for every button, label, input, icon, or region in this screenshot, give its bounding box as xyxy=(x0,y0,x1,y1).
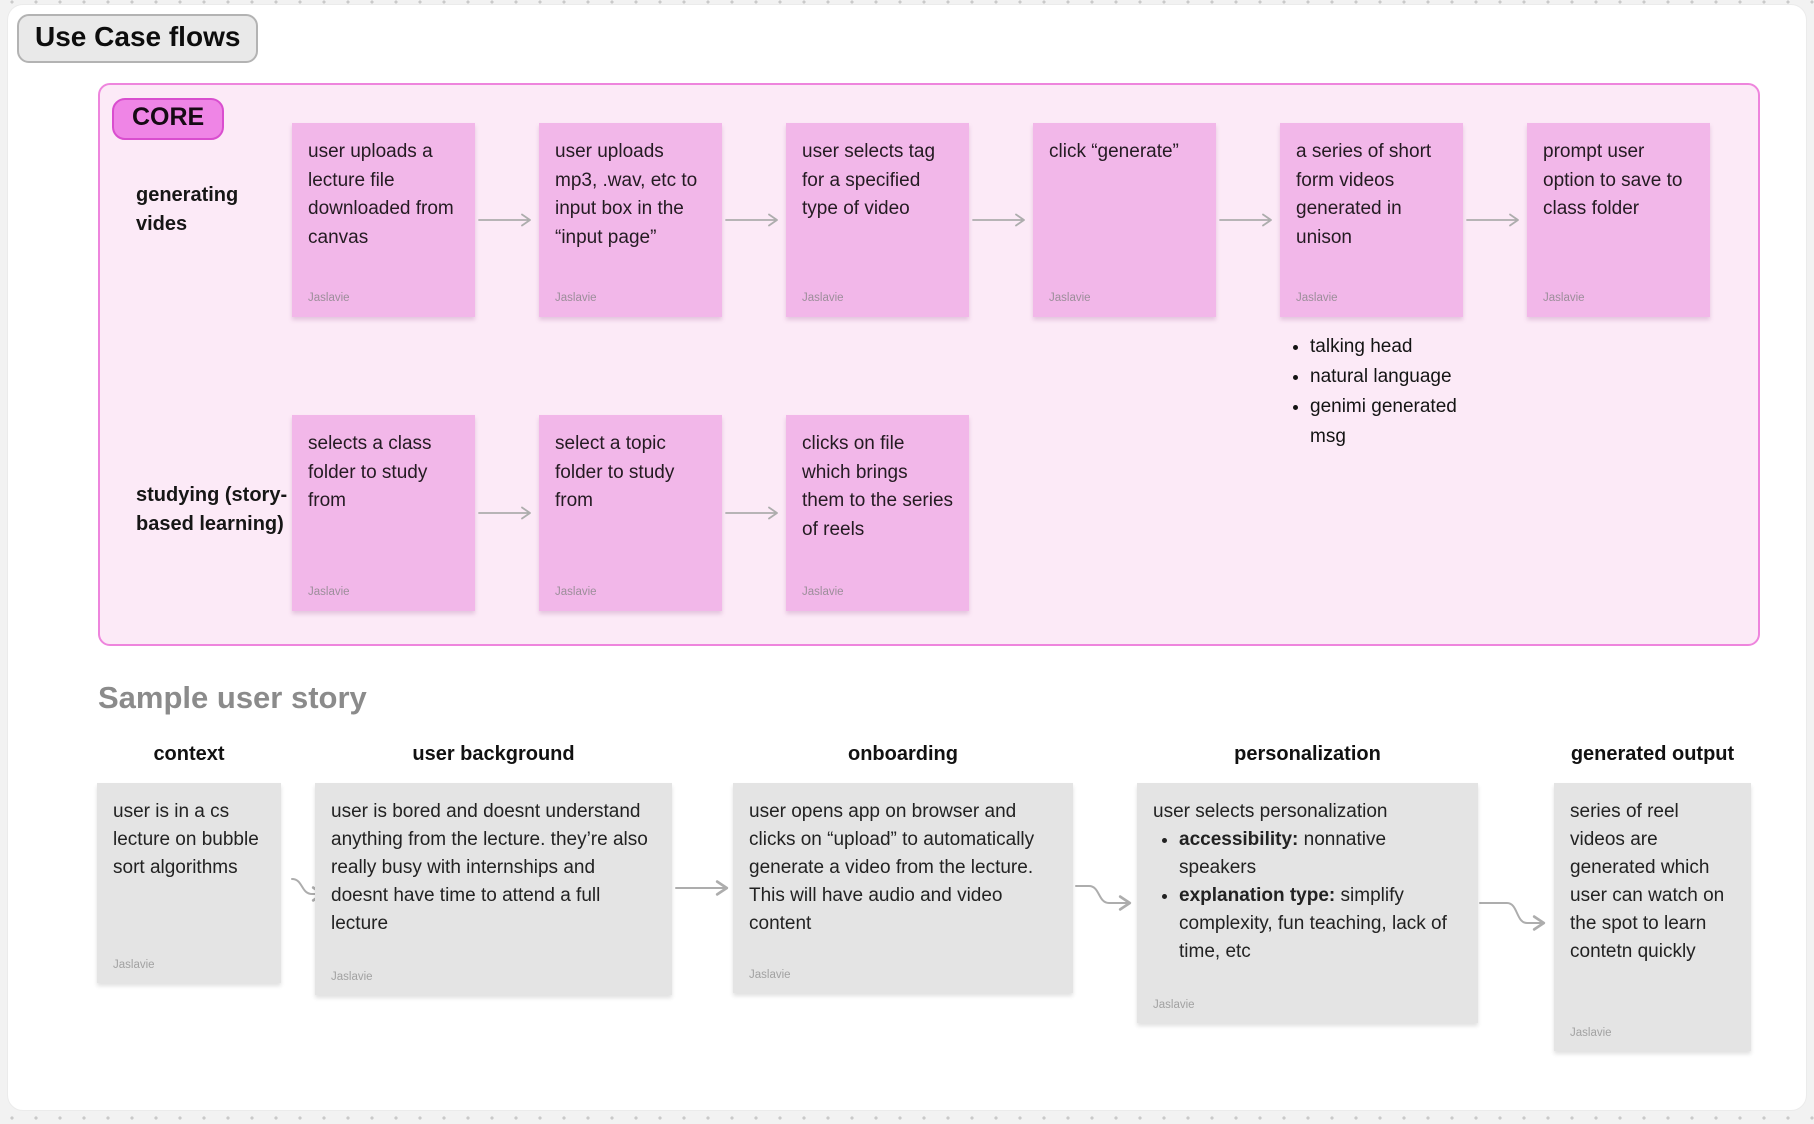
column-header[interactable]: context xyxy=(153,743,225,765)
note-author: Jaslavie xyxy=(308,292,350,304)
sticky-note[interactable]: user opens app on browser and clicks on … xyxy=(733,783,1073,993)
sticky-note[interactable]: user is in a cs lecture on bubble sort a… xyxy=(97,783,281,983)
sticky-note[interactable]: click “generate” Jaslavie xyxy=(1033,123,1216,317)
video-type-item: natural language xyxy=(1310,362,1496,392)
sticky-note[interactable]: user is bored and doesnt understand anyt… xyxy=(315,783,672,995)
note-author: Jaslavie xyxy=(802,586,844,598)
board-title: Use Case flows xyxy=(35,21,241,52)
column-header[interactable]: onboarding xyxy=(848,743,958,765)
sticky-note[interactable]: user uploads mp3, .wav, etc to input box… xyxy=(539,123,722,317)
column-header[interactable]: generated output xyxy=(1570,743,1735,765)
sticky-note[interactable]: selects a class folder to study from Jas… xyxy=(292,415,475,611)
core-section-frame[interactable]: CORE generating vides user uploads a lec… xyxy=(98,83,1760,646)
note-author: Jaslavie xyxy=(1153,999,1195,1011)
row-label-generating-videos[interactable]: generating vides xyxy=(136,184,239,235)
sticky-note-text: user is in a cs lecture on bubble sort a… xyxy=(113,801,259,878)
sticky-note[interactable]: clicks on file which brings them to the … xyxy=(786,415,969,611)
flow-arrow-icon[interactable] xyxy=(722,212,786,228)
sticky-note[interactable]: a series of short form videos generated … xyxy=(1280,123,1463,317)
sticky-note-text: selects a class folder to study from xyxy=(308,433,432,511)
connector-context-background xyxy=(291,878,325,902)
core-badge[interactable]: CORE xyxy=(112,98,225,140)
flow-arrow-icon[interactable] xyxy=(1216,212,1280,228)
row-label-studying[interactable]: studying (story-based learning) xyxy=(136,484,288,535)
flow-row-studying: selects a class folder to study from Jas… xyxy=(292,415,969,611)
note-author: Jaslavie xyxy=(1049,292,1091,304)
video-type-item: talking head xyxy=(1310,332,1496,362)
personalization-bullet-list: accessibility: nonnative speakers explan… xyxy=(1153,826,1462,966)
flow-arrow-icon[interactable] xyxy=(1463,212,1527,228)
sticky-note[interactable]: user uploads a lecture file downloaded f… xyxy=(292,123,475,317)
video-type-item: genimi generated msg xyxy=(1310,392,1496,452)
user-story-heading[interactable]: Sample user story xyxy=(98,680,367,715)
note-author: Jaslavie xyxy=(555,292,597,304)
sticky-note-text: user uploads mp3, .wav, etc to input box… xyxy=(555,141,698,248)
sticky-note[interactable]: select a topic folder to study from Jasl… xyxy=(539,415,722,611)
story-column-personalization: personalization user selects personaliza… xyxy=(1137,743,1478,1023)
note-author: Jaslavie xyxy=(1543,292,1585,304)
note-author: Jaslavie xyxy=(802,292,844,304)
note-author: Jaslavie xyxy=(308,586,350,598)
canvas-dot-grid-bottom xyxy=(0,1111,1814,1124)
note-author: Jaslavie xyxy=(749,969,791,981)
personalization-bullet: accessibility: nonnative speakers xyxy=(1179,826,1462,882)
note-author: Jaslavie xyxy=(555,586,597,598)
sticky-note-text: user opens app on browser and clicks on … xyxy=(749,801,1035,934)
core-badge-label: CORE xyxy=(132,103,205,131)
sticky-note-text: user selects personalization accessibili… xyxy=(1153,798,1462,966)
note-author: Jaslavie xyxy=(1296,292,1338,304)
sticky-note-text: user is bored and doesnt understand anyt… xyxy=(331,801,648,934)
connector-onboarding-personalization xyxy=(1075,885,1132,911)
sticky-note-text: series of reel videos are generated whic… xyxy=(1570,801,1725,962)
note-author: Jaslavie xyxy=(331,971,373,983)
sticky-note[interactable]: user selects tag for a specified type of… xyxy=(786,123,969,317)
sticky-note[interactable]: prompt user option to save to class fold… xyxy=(1527,123,1710,317)
sticky-note-text: user selects tag for a specified type of… xyxy=(802,141,936,219)
story-column-onboarding: onboarding user opens app on browser and… xyxy=(733,743,1073,993)
connector-personalization-output xyxy=(1479,902,1546,931)
column-header[interactable]: user background xyxy=(412,743,575,765)
flow-arrow-icon[interactable] xyxy=(969,212,1033,228)
personalization-bullet: explanation type: simplify complexity, f… xyxy=(1179,882,1462,966)
sticky-note-text: a series of short form videos generated … xyxy=(1296,141,1432,248)
sticky-note-text: select a topic folder to study from xyxy=(555,433,675,511)
sticky-note[interactable]: series of reel videos are generated whic… xyxy=(1554,783,1751,1051)
story-column-generated-output: generated output series of reel videos a… xyxy=(1554,743,1751,1051)
personalization-intro: user selects personalization xyxy=(1153,801,1388,822)
story-column-user-background: user background user is bored and doesnt… xyxy=(315,743,672,995)
sticky-note-text: click “generate” xyxy=(1049,141,1179,162)
video-type-bullet-list[interactable]: talking head natural language genimi gen… xyxy=(1286,332,1496,452)
story-column-context: context user is in a cs lecture on bubbl… xyxy=(97,743,281,983)
flow-arrow-icon[interactable] xyxy=(475,505,539,521)
sticky-note-text: prompt user option to save to class fold… xyxy=(1543,141,1683,219)
note-author: Jaslavie xyxy=(1570,1027,1612,1039)
note-author: Jaslavie xyxy=(113,959,155,971)
sticky-note-text: clicks on file which brings them to the … xyxy=(802,433,954,540)
flow-row-generating-videos: user uploads a lecture file downloaded f… xyxy=(292,123,1710,317)
flow-arrow-icon[interactable] xyxy=(475,212,539,228)
canvas-dot-grid-top xyxy=(0,0,1814,5)
sticky-note-text: user uploads a lecture file downloaded f… xyxy=(308,141,454,248)
flow-arrow-icon[interactable] xyxy=(722,505,786,521)
column-header[interactable]: personalization xyxy=(1234,743,1381,765)
sticky-note[interactable]: user selects personalization accessibili… xyxy=(1137,783,1478,1023)
board-title-badge[interactable]: Use Case flows xyxy=(17,14,259,63)
